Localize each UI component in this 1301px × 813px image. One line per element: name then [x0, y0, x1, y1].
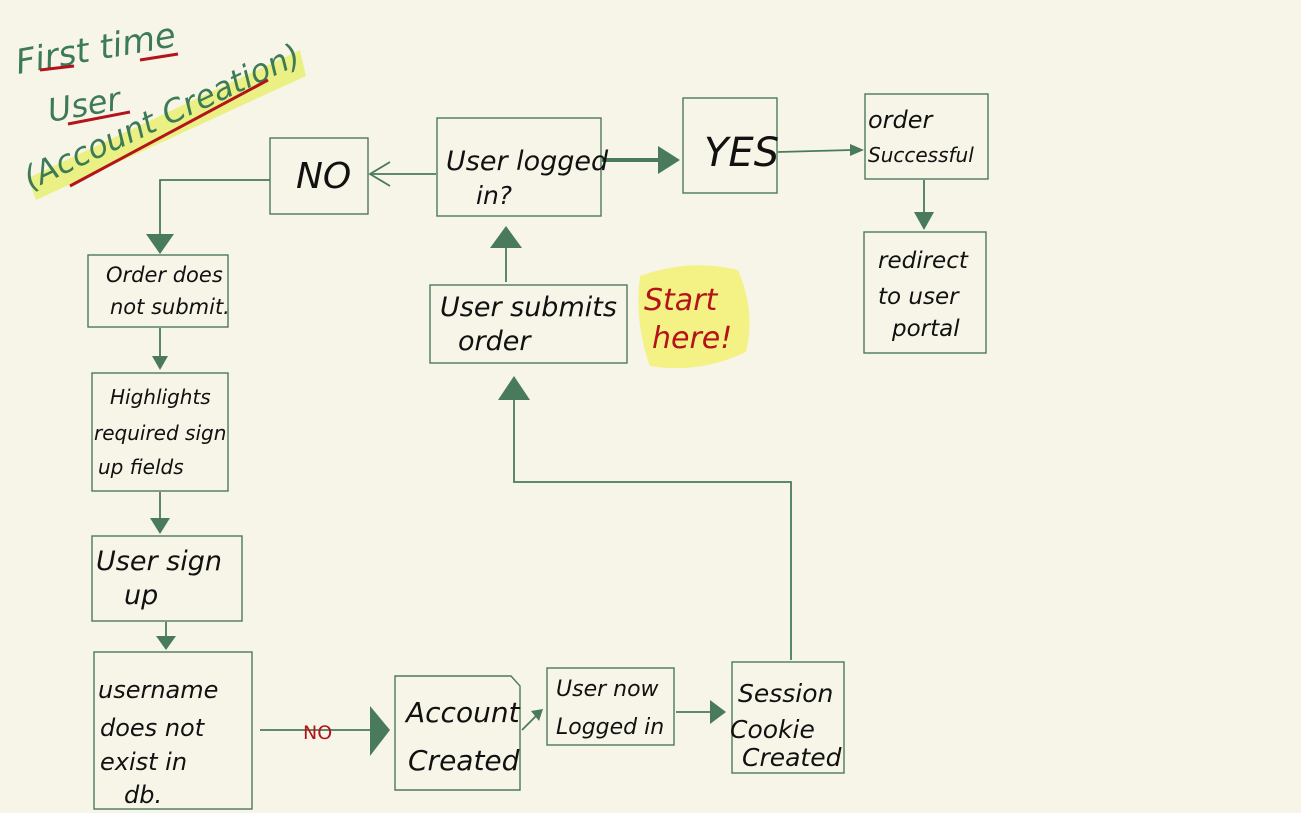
- node-yes: YES: [682, 97, 779, 194]
- node-redirect: redirect to user portal: [863, 231, 987, 354]
- node-session-cookie: Session Cookie Created: [730, 661, 845, 774]
- node-highlights-required: Highlights required sign up fields: [91, 372, 229, 492]
- node-user-logged-in-line-1: User logged: [446, 146, 609, 177]
- node-username-not-exist-line-4: db.: [124, 781, 162, 809]
- node-account-created: Account Created: [394, 675, 521, 791]
- title-highlight: [28, 50, 306, 200]
- node-user-sign-up-line-2: up: [124, 580, 158, 611]
- title-line-1: First time: [13, 15, 179, 82]
- edge-account-to-logged: [521, 715, 537, 731]
- start-note-highlight: [638, 265, 750, 369]
- title-underline-account-creation: [69, 78, 269, 188]
- arrowhead-logged: [531, 709, 543, 721]
- node-user-submits-order-line-2: order: [458, 326, 532, 357]
- node-user-submits-order-line-1: User submits: [440, 292, 617, 323]
- node-session-cookie-line-1: Session: [738, 679, 833, 708]
- node-order-successful-line-1: order: [868, 106, 935, 134]
- node-redirect-line-3: portal: [891, 316, 960, 342]
- diagram-title: First time User (Account Creation): [13, 15, 306, 200]
- node-user-now-logged-in-line-1: User now: [556, 677, 660, 702]
- title-underline-first: [39, 64, 75, 72]
- arrowhead-logged-in: [490, 226, 522, 248]
- arrowhead-redirect: [914, 212, 934, 230]
- node-highlights-required-line-3: up fields: [98, 455, 184, 479]
- node-user-submits-order: User submits order: [429, 284, 628, 364]
- node-order-does-not-submit: Order does not submit.: [87, 254, 230, 328]
- edges: NO: [146, 144, 934, 756]
- node-order-does-not-submit-line-2: not submit.: [110, 295, 230, 319]
- node-redirect-line-1: redirect: [878, 248, 969, 274]
- arrowhead-order-fail: [146, 234, 174, 254]
- node-no: NO: [269, 137, 369, 215]
- arrowhead-submit: [498, 376, 530, 400]
- node-session-cookie-line-3: Created: [742, 743, 842, 772]
- node-redirect-line-2: to user: [878, 284, 960, 310]
- node-username-not-exist: username does not exist in db.: [93, 651, 253, 810]
- arrowhead-highlights: [152, 356, 168, 370]
- arrowhead-session: [710, 700, 726, 724]
- node-highlights-required-line-1: Highlights: [110, 385, 211, 409]
- arrowhead-open-no: [368, 161, 391, 187]
- node-user-sign-up: User sign up: [91, 535, 243, 622]
- node-order-successful-line-2: Successful: [868, 143, 974, 167]
- arrowhead-successful: [850, 144, 864, 156]
- start-note-line-2: here!: [652, 321, 732, 356]
- node-session-cookie-line-2: Cookie: [730, 715, 815, 744]
- arrowhead-username: [156, 636, 176, 650]
- edge-no-to-order-fail: [159, 179, 270, 238]
- start-note-line-1: Start: [644, 283, 719, 318]
- node-highlights-required-line-2: required sign: [94, 421, 226, 445]
- node-account-created-line-1: Account: [404, 696, 521, 729]
- node-account-created-outline: [394, 675, 521, 791]
- edge-yes-to-successful: [777, 149, 853, 153]
- node-user-logged-in: User logged in?: [436, 117, 609, 217]
- title-underline-time: [139, 52, 179, 62]
- node-username-not-exist-line-2: does not: [100, 714, 206, 742]
- node-user-now-logged-in: User now Logged in: [546, 667, 675, 746]
- edge-session-to-submit: [513, 398, 792, 660]
- arrowhead-signup: [150, 518, 170, 534]
- node-account-created-line-2: Created: [408, 744, 520, 777]
- node-user-now-logged-in-line-2: Logged in: [556, 715, 664, 740]
- node-yes-line-1: YES: [704, 130, 779, 176]
- node-no-line-1: NO: [296, 156, 351, 197]
- node-order-successful: order Successful: [864, 93, 989, 180]
- title-underline-user: [67, 110, 131, 126]
- start-here-note: Start here!: [638, 265, 750, 369]
- node-username-not-exist-line-1: username: [98, 676, 218, 704]
- edge-label-no: NO: [303, 722, 332, 744]
- node-order-does-not-submit-line-1: Order does: [106, 263, 223, 287]
- node-username-not-exist-line-3: exist in: [100, 748, 187, 776]
- node-user-sign-up-line-1: User sign: [96, 546, 222, 577]
- node-user-logged-in-line-2: in?: [476, 181, 512, 210]
- arrowhead-account: [370, 706, 390, 756]
- arrowhead-yes: [658, 146, 680, 174]
